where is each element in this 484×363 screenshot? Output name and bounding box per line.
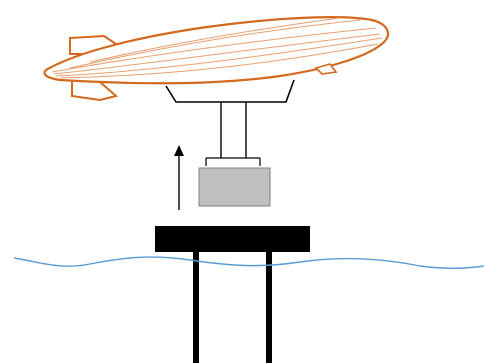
offshore-platform-deck [155,226,310,252]
sea-surface-line [13,256,484,270]
airship [43,16,390,102]
airship-side-fin [314,63,338,75]
lift-direction-arrow [174,145,184,210]
payload-tethers [220,102,247,158]
airship-gondola [165,79,295,103]
airship-hull-lines [51,17,383,79]
platform-legs [193,250,272,363]
payload-bracket [205,157,261,166]
payload-module [198,167,271,207]
airship-hull [43,16,390,85]
